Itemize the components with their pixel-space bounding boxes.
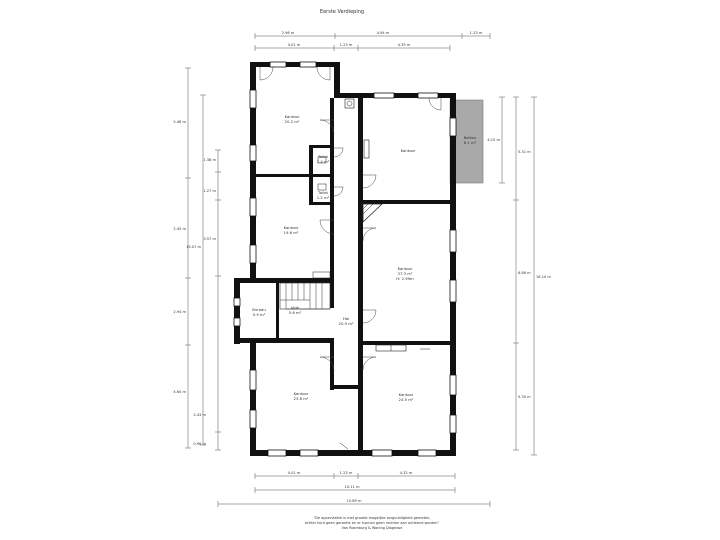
dim-left-outer-3: 2.94 m [173,310,186,314]
dim-left-outer-4: 4.64 m [173,390,186,394]
room-name-toilet-1: Toilet [317,154,328,159]
staircase [279,282,331,310]
dim-top-outer-2: 4.94 m [377,31,390,35]
dim-left-mid: 15.07 m [186,245,201,249]
room-name-kantoor-top-left: Kantoor [285,114,300,119]
dim-bottom-inner-3: 4.32 m [400,471,413,475]
bottom-dimensions: 4.01 m 1.23 m 4.32 m 10.11 m 10.89 m [217,471,491,507]
dim-bottom-inner-2: 1.23 m [340,471,353,475]
room-name-kantoor-bottom-left: Kantoor [294,391,309,396]
room-area-kantoor-mid-right: 37.3 m² [398,271,413,276]
dim-left-inner-5: 0.96 m [193,442,206,446]
left-dimensions: 5.48 m 2.45 m 2.94 m 4.64 m 15.07 m 1.38… [173,67,221,451]
disclaimer-line-2: echter kunt geen garantie en er kunnen g… [305,521,440,525]
room-area-toilet-1: 1.4 m² [317,159,330,164]
room-name-vide: Vide [291,305,300,310]
room-area-kantoor-bottom-right: 24.5 m² [399,397,414,402]
dim-left-outer-2: 2.45 m [173,227,186,231]
dim-top-inner-3: 4.35 m [398,43,411,47]
room-area-kantoor-bottom-left: 23.6 m² [294,396,309,401]
dim-bottom-mid: 10.11 m [345,485,360,489]
dim-top-inner-1: 4.01 m [288,43,301,47]
room-name-balkon: Balkon [464,135,477,140]
dim-right-inner-2: 5.31 m [518,150,531,154]
room-area-hal: 20.9 m² [339,321,354,326]
dim-top-inner-2: 1.23 m [340,43,353,47]
dim-right-mid-1: 6.86 m [518,271,531,275]
disclaimer-line-3: Van Rosmburg & Woning Diagnose [342,526,403,530]
dim-top-outer-1: 2.96 m [282,31,295,35]
fixtures [312,98,430,450]
dim-left-inner-2: 1.27 m [203,189,216,193]
dim-left-inner-4: 2.43 m [193,413,206,417]
room-name-kantoor-top-right: Kantoor [401,148,416,153]
room-area-bureau: 5.9 m² [253,312,266,317]
room-name-kantoor-mid-left: Kantoor [284,225,299,230]
disclaimer-line-1: "De oppervlakte is met grootst mogelijke… [314,516,431,520]
dim-top-outer-3: 1.23 m [470,31,483,35]
top-dimensions: 2.96 m 4.94 m 1.23 m 4.01 m 1.23 m 4.35 … [254,31,491,51]
room-area-toilet-2: 1.2 m² [317,195,330,200]
room-area-balkon: 6.1 m² [464,140,477,145]
dim-left-inner-1: 1.38 m [203,158,216,162]
room-height-kantoor-mid-right: H: 2.99m [396,276,414,281]
room-area-vide: 5.6 m² [289,310,302,315]
dim-right-inner-1: 4.15 m [487,138,500,142]
dim-right-outer: 16.10 m [536,275,551,279]
room-name-kantoor-mid-right: Kantoor [398,266,413,271]
dim-bottom-inner-1: 4.01 m [288,471,301,475]
room-name-toilet-2: Toilet [317,190,328,195]
room-labels: Kantoor 20.2 m² Toilet 1.4 m² Toilet 1.2… [252,114,477,402]
doors [259,66,442,372]
room-area-kantoor-top-left: 20.2 m² [285,119,300,124]
walls [234,62,456,456]
disclaimer: "De oppervlakte is met grootst mogelijke… [305,516,440,530]
plan-title: Eerste Verdieping [320,9,364,15]
windows [233,61,457,457]
room-name-kantoor-bottom-right: Kantoor [399,392,414,397]
room-name-bureau: Bureau [252,307,266,312]
right-dimensions: 4.15 m 5.31 m 6.86 m 5.30 m 16.10 m [487,96,551,456]
dim-left-outer-1: 5.48 m [173,120,186,124]
dim-right-mid-2: 5.30 m [518,395,531,399]
room-name-hal: Hal [343,316,349,321]
dim-bottom-outer: 10.89 m [347,499,362,503]
dim-left-inner-3: 3.57 m [203,237,216,241]
room-area-kantoor-mid-left: 19.6 m² [284,230,299,235]
